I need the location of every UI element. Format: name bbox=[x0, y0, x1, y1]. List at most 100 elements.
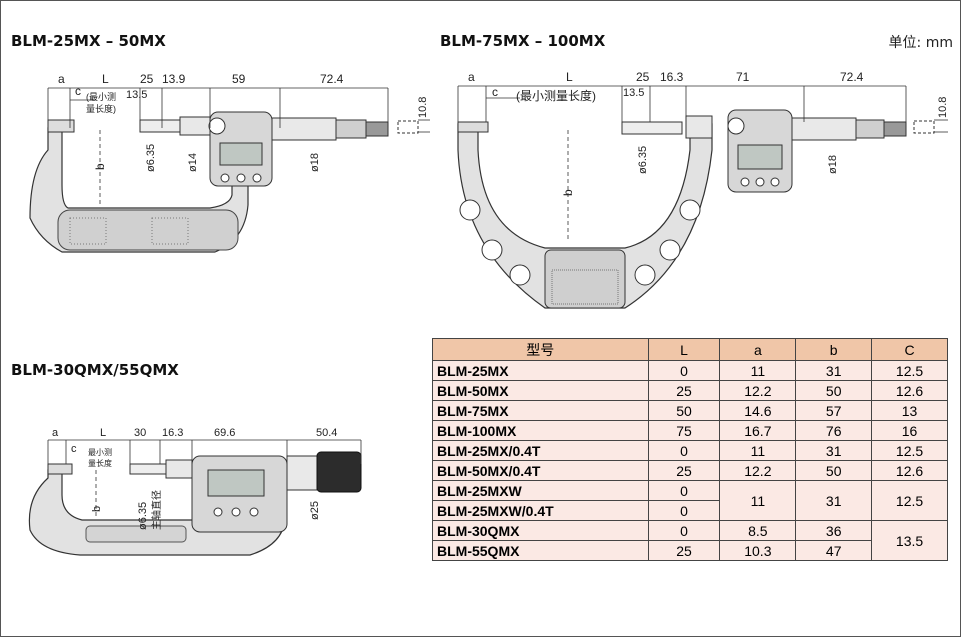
header-L: L bbox=[647, 338, 721, 361]
cell-a: 16.7 bbox=[719, 420, 797, 441]
dim-59: 59 bbox=[232, 72, 246, 86]
cell-a: 10.3 bbox=[719, 540, 797, 561]
dim-phi18: ø18 bbox=[827, 155, 839, 174]
dim-10-8: 10.8 bbox=[417, 97, 429, 118]
table-row: BLM-25MXW/0.4T 0 bbox=[432, 500, 948, 521]
dim-a: a bbox=[58, 72, 65, 86]
insulation-pad bbox=[85, 525, 187, 543]
table-row: BLM-25MX/0.4T 0 11 31 12.5 bbox=[432, 440, 948, 461]
cell-model: BLM-50MX/0.4T bbox=[432, 460, 649, 481]
cell-model: BLM-30QMX bbox=[432, 520, 649, 541]
button-icon bbox=[252, 173, 262, 183]
table-row: BLM-25MX 0 11 31 12.5 bbox=[432, 360, 948, 381]
cell-b: 36 bbox=[795, 520, 873, 541]
sleeve bbox=[685, 115, 713, 139]
cell-L: 25 bbox=[647, 460, 721, 481]
anvil bbox=[47, 463, 73, 475]
cell-C: 12.5 bbox=[871, 360, 948, 381]
button-icon bbox=[755, 177, 765, 187]
micrometer-drawing-3: a c L 30 16.3 69.6 50.4 最小测 量长度 b ø6.35 … bbox=[28, 427, 362, 556]
min-measure-label-2: 量长度 bbox=[88, 458, 112, 468]
lcd-display bbox=[207, 469, 265, 497]
cell-a: 8.5 bbox=[719, 520, 797, 541]
cell-model: BLM-25MXW bbox=[432, 480, 649, 501]
thimble bbox=[286, 455, 318, 491]
cell-model: BLM-75MX bbox=[432, 400, 649, 421]
insulation-pad bbox=[57, 209, 239, 251]
cell-L: 0 bbox=[647, 480, 721, 501]
lightening-hole bbox=[634, 264, 656, 286]
cell-C: 12.5 bbox=[871, 480, 948, 521]
drawing-title-3: BLM-30QMX/55QMX bbox=[11, 361, 179, 379]
cell-b: 76 bbox=[795, 420, 873, 441]
cell-b: 31 bbox=[795, 440, 873, 461]
dim-b: b bbox=[91, 506, 103, 512]
grip-texture-left bbox=[69, 217, 107, 245]
dim-L: L bbox=[102, 72, 109, 86]
cell-L: 25 bbox=[647, 540, 721, 561]
cell-model: BLM-50MX bbox=[432, 380, 649, 401]
cell-model: BLM-25MX/0.4T bbox=[432, 440, 649, 461]
button-icon bbox=[236, 173, 246, 183]
dim-10-8: 10.8 bbox=[937, 97, 949, 118]
cell-C: 16 bbox=[871, 420, 948, 441]
dim-25: 25 bbox=[140, 72, 154, 86]
lightening-hole bbox=[481, 239, 503, 261]
cell-L: 50 bbox=[647, 400, 721, 421]
min-measure-label-2: 量长度) bbox=[86, 103, 116, 114]
dim-13-5: 13.5 bbox=[126, 89, 147, 101]
cell-C: 12.5 bbox=[871, 440, 948, 461]
table-row: BLM-100MX 75 16.7 76 16 bbox=[432, 420, 948, 441]
cell-model: BLM-55QMX bbox=[432, 540, 649, 561]
cell-a: 11 bbox=[719, 440, 797, 461]
dim-phi14: ø14 bbox=[187, 153, 199, 172]
spindle-diameter-label: 主轴直径 bbox=[150, 490, 163, 530]
button-icon bbox=[231, 507, 241, 517]
grip-texture-right bbox=[151, 217, 189, 245]
cell-a: 12.2 bbox=[719, 460, 797, 481]
dim-b: b bbox=[93, 163, 107, 170]
cell-a: 11 bbox=[719, 480, 797, 521]
speed-thimble-knob bbox=[316, 451, 362, 493]
lock-lever-icon bbox=[727, 117, 745, 135]
header-model: 型号 bbox=[432, 338, 649, 361]
dim-L: L bbox=[566, 70, 573, 84]
min-measure-label: (最小测 bbox=[86, 92, 116, 102]
drawing-title-2: BLM-75MX – 100MX bbox=[440, 32, 606, 50]
dim-c: c bbox=[75, 84, 81, 98]
thimble bbox=[791, 117, 857, 141]
table-row: BLM-75MX 50 14.6 57 13 bbox=[432, 400, 948, 421]
table-header-row: 型号 L a b C bbox=[432, 338, 948, 361]
cell-L: 75 bbox=[647, 420, 721, 441]
lightening-hole bbox=[659, 239, 681, 261]
dim-L: L bbox=[100, 427, 106, 439]
dim-16-3: 16.3 bbox=[660, 70, 684, 84]
lock-lever-icon bbox=[208, 117, 226, 135]
dim-16-3: 16.3 bbox=[162, 427, 183, 439]
dim-71: 71 bbox=[736, 70, 750, 84]
lightening-hole bbox=[459, 199, 481, 221]
dim-25: 25 bbox=[636, 70, 650, 84]
cell-b: 50 bbox=[795, 380, 873, 401]
insulation-pad bbox=[544, 249, 626, 309]
lightening-hole bbox=[509, 264, 531, 286]
cell-b: 50 bbox=[795, 460, 873, 481]
cell-a: 11 bbox=[719, 360, 797, 381]
table-row: BLM-50MX 25 12.2 50 12.6 bbox=[432, 380, 948, 401]
dim-phi25: ø25 bbox=[309, 501, 321, 520]
dim-72-4: 72.4 bbox=[320, 72, 344, 86]
dim-72-4: 72.4 bbox=[840, 70, 864, 84]
ratchet-knob bbox=[365, 121, 389, 137]
spindle bbox=[621, 121, 683, 135]
min-measure-label: (最小测量长度) bbox=[516, 88, 596, 103]
cell-C: 12.6 bbox=[871, 460, 948, 481]
cell-b: 57 bbox=[795, 400, 873, 421]
ratchet-phantom bbox=[397, 120, 419, 134]
button-icon bbox=[740, 177, 750, 187]
header-b: b bbox=[795, 338, 873, 361]
table-row: BLM-55QMX 25 10.3 47 bbox=[432, 540, 948, 561]
dim-13-9: 13.9 bbox=[162, 72, 186, 86]
min-measure-label: 最小测 bbox=[88, 448, 112, 457]
unit-label: 单位: mm bbox=[888, 35, 953, 51]
dim-c: c bbox=[492, 85, 498, 99]
